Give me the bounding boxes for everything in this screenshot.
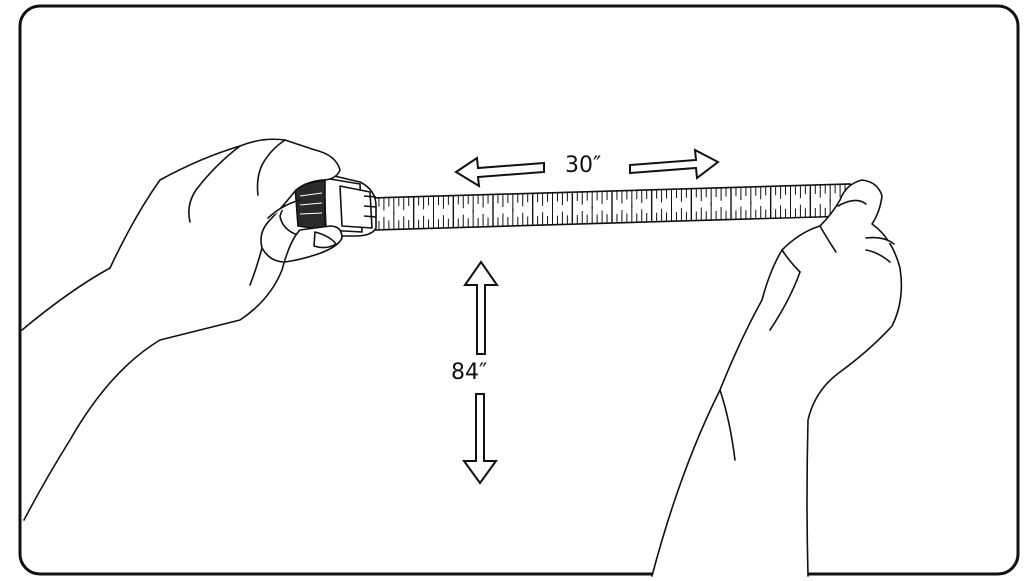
height-arrow-up <box>463 260 499 355</box>
width-label: 30″ <box>565 153 602 179</box>
height-label: 84″ <box>451 360 488 386</box>
left-hand <box>21 138 343 521</box>
width-arrow-right <box>629 148 720 180</box>
right-hand <box>651 179 903 577</box>
width-arrow-left <box>454 156 545 188</box>
width-arrow <box>454 148 720 188</box>
height-arrow <box>462 260 499 485</box>
height-arrow-down <box>462 393 498 485</box>
